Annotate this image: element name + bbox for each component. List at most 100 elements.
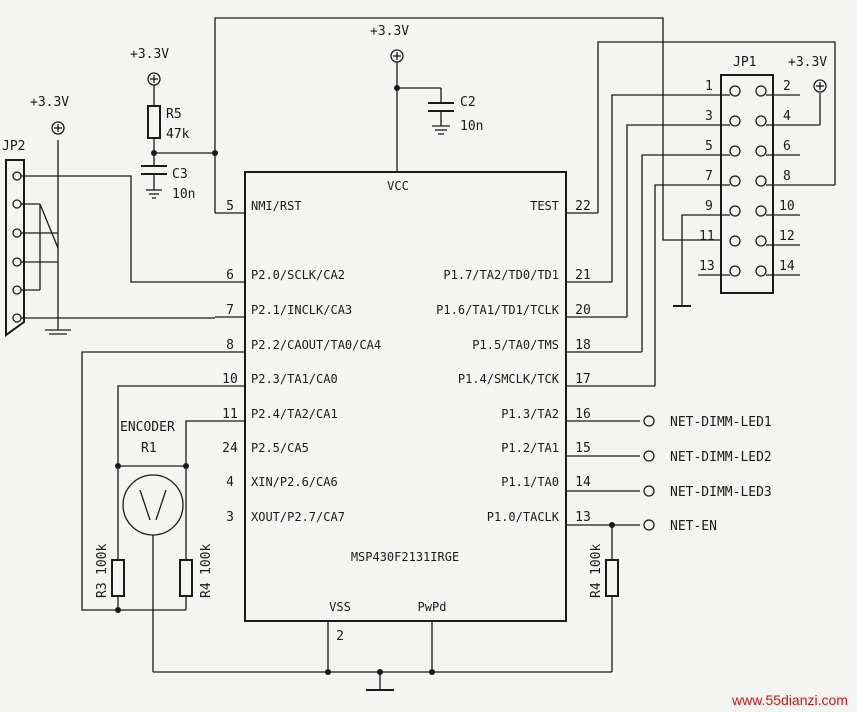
pin-name-p1-0: P1.0/TACLK bbox=[487, 510, 560, 524]
jp1-pin-2: 2 bbox=[783, 79, 791, 94]
jp1-ref: JP1 bbox=[733, 55, 756, 70]
chip-part-number: MSP430F2131IRGE bbox=[351, 550, 459, 564]
net-label-en: NET-EN bbox=[670, 519, 717, 534]
pin-num-3: 3 bbox=[226, 510, 234, 525]
pin-name-p1-2: P1.2/TA1 bbox=[501, 441, 559, 455]
r4-right-ref: R4 bbox=[589, 582, 604, 598]
resistor-r4-right bbox=[605, 559, 619, 597]
pin-num-11: 11 bbox=[222, 407, 238, 422]
jp2-wiring bbox=[21, 140, 215, 335]
jp2-pins bbox=[12, 171, 22, 323]
resistor-r4-left bbox=[179, 559, 193, 597]
right-pin-stubs bbox=[566, 212, 655, 526]
c3-ref: C3 bbox=[172, 167, 188, 182]
pin-name-p1-5: P1.5/TA0/TMS bbox=[472, 338, 559, 352]
encoder-wiring bbox=[81, 351, 215, 672]
jp1-pin-13: 13 bbox=[699, 259, 715, 274]
r3-value: 100k bbox=[95, 544, 110, 575]
jp1-pin-1: 1 bbox=[705, 79, 713, 94]
r4-left-ref: R4 bbox=[199, 582, 214, 598]
pwpd-label: PwPd bbox=[418, 600, 447, 614]
pin-name-p2-5: P2.5/CA5 bbox=[251, 441, 309, 455]
pin-num-5: 5 bbox=[226, 199, 234, 214]
pin-num-6: 6 bbox=[226, 268, 234, 283]
pin-num-8: 8 bbox=[226, 338, 234, 353]
pin-num-16: 16 bbox=[575, 407, 591, 422]
encoder-dots bbox=[115, 463, 189, 613]
net-terminal-en bbox=[643, 519, 655, 531]
vcc-supply bbox=[390, 49, 404, 172]
c2-value: 10n bbox=[460, 119, 483, 134]
resistor-r3 bbox=[111, 559, 125, 597]
r5-supply-label: +3.3V bbox=[130, 47, 169, 62]
jp1-pin-8: 8 bbox=[783, 169, 791, 184]
resistor-r5 bbox=[147, 105, 161, 139]
jp1-pin-14: 14 bbox=[779, 259, 795, 274]
pin-num-13: 13 bbox=[575, 510, 591, 525]
jp1-pin-7: 7 bbox=[705, 169, 713, 184]
encoder-r1-symbol bbox=[122, 474, 184, 536]
ground-dot-vss bbox=[325, 669, 331, 675]
ground-bus bbox=[153, 621, 612, 691]
net-label-dimm-led3: NET-DIMM-LED3 bbox=[670, 485, 772, 500]
jp1-supply-label: +3.3V bbox=[788, 55, 827, 70]
vcc-supply-label: +3.3V bbox=[370, 24, 409, 39]
net-en-dot bbox=[609, 522, 615, 528]
jp1-pin-6: 6 bbox=[783, 139, 791, 154]
net-terminal-led3 bbox=[643, 485, 655, 497]
vss-pin-number: 2 bbox=[336, 629, 344, 644]
capacitor-c3 bbox=[141, 138, 218, 199]
left-pin-stubs bbox=[215, 212, 245, 422]
net-label-dimm-led2: NET-DIMM-LED2 bbox=[670, 450, 772, 465]
ground-dot-main bbox=[377, 669, 383, 675]
watermark-text: www.55dianzi.com bbox=[731, 692, 848, 708]
vss-label: VSS bbox=[329, 600, 351, 614]
r1-ref: R1 bbox=[141, 441, 157, 456]
r5-value: 47k bbox=[166, 127, 190, 142]
net-terminal-led2 bbox=[643, 450, 655, 462]
jp1-body bbox=[720, 74, 774, 294]
ic-body bbox=[244, 171, 567, 622]
pin-name-p2-1: P2.1/INCLK/CA3 bbox=[251, 303, 352, 317]
pin-name-nmi-rst: NMI/RST bbox=[251, 199, 302, 213]
pin-num-10: 10 bbox=[222, 372, 238, 387]
pin-num-14: 14 bbox=[575, 475, 591, 490]
jp1-pin-4: 4 bbox=[783, 109, 791, 124]
pin-num-18: 18 bbox=[575, 338, 591, 353]
pin-name-p1-7: P1.7/TA2/TD0/TD1 bbox=[443, 268, 559, 282]
r5-supply bbox=[147, 72, 161, 106]
capacitor-c2 bbox=[397, 87, 454, 135]
jp1-stubs bbox=[698, 94, 835, 276]
jp1-pin-11: 11 bbox=[699, 229, 715, 244]
pin-num-17: 17 bbox=[575, 372, 591, 387]
pin-num-22: 22 bbox=[575, 199, 591, 214]
jp2-supply-label: +3.3V bbox=[30, 95, 69, 110]
jp1-pins bbox=[729, 85, 767, 277]
pin-num-4: 4 bbox=[226, 475, 234, 490]
jp1-pin-12: 12 bbox=[779, 229, 795, 244]
pin-name-p1-4: P1.4/SMCLK/TCK bbox=[458, 372, 560, 386]
c2-ref: C2 bbox=[460, 95, 476, 110]
pin-name-p2-4: P2.4/TA2/CA1 bbox=[251, 407, 338, 421]
encoder-title: ENCODER bbox=[120, 420, 175, 435]
pin-num-15: 15 bbox=[575, 441, 591, 456]
r4-left-value: 100k bbox=[199, 544, 214, 575]
c3-value: 10n bbox=[172, 187, 195, 202]
r4-right-value: 100k bbox=[589, 544, 604, 575]
net-label-dimm-led1: NET-DIMM-LED1 bbox=[670, 415, 772, 430]
pin-name-p2-7: XOUT/P2.7/CA7 bbox=[251, 510, 345, 524]
pin-name-p2-6: XIN/P2.6/CA6 bbox=[251, 475, 338, 489]
pin-name-test: TEST bbox=[530, 199, 559, 213]
jp1-pin-10: 10 bbox=[779, 199, 795, 214]
pin-name-p2-3: P2.3/TA1/CA0 bbox=[251, 372, 338, 386]
jp2-supply bbox=[51, 121, 65, 135]
ground-dot-pwpd bbox=[429, 669, 435, 675]
pin-name-p2-0: P2.0/SCLK/CA2 bbox=[251, 268, 345, 282]
pin-name-p1-6: P1.6/TA1/TD1/TCLK bbox=[436, 303, 560, 317]
net-terminal-led1 bbox=[643, 415, 655, 427]
jp1-supply bbox=[813, 79, 827, 93]
jp2-body bbox=[5, 159, 25, 337]
r3-ref: R3 bbox=[95, 582, 110, 598]
jp1-pin-9: 9 bbox=[705, 199, 713, 214]
pin-num-7: 7 bbox=[226, 303, 234, 318]
